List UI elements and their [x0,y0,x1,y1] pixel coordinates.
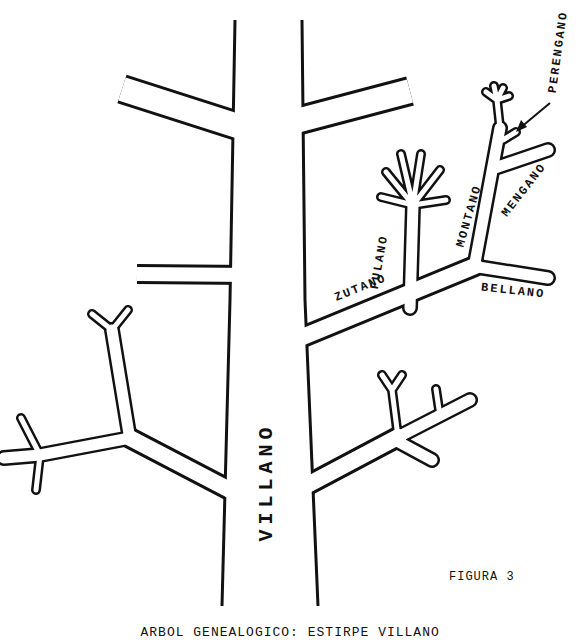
branch-label: MONTANO [455,183,484,248]
trunk-label: VILLANO [256,422,276,541]
branch-label: BELLANO [481,282,546,301]
trunk-edge [222,20,235,606]
figure-caption: ARBOL GENEALOGICO: ESTIRPE VILLANO [141,626,440,639]
branch-fill [4,128,548,460]
stub-fill [137,274,250,275]
figure-number: FIGURA 3 [449,571,515,583]
arrow-head [516,120,527,132]
leader-arrow [516,103,550,132]
stub-fill [122,89,410,130]
trunk-body [222,16,318,612]
stub-outline [137,274,250,275]
branch-fill [130,266,475,498]
branch-label: MENGANO [500,161,549,219]
branch-label: PERENGANO [546,10,569,94]
